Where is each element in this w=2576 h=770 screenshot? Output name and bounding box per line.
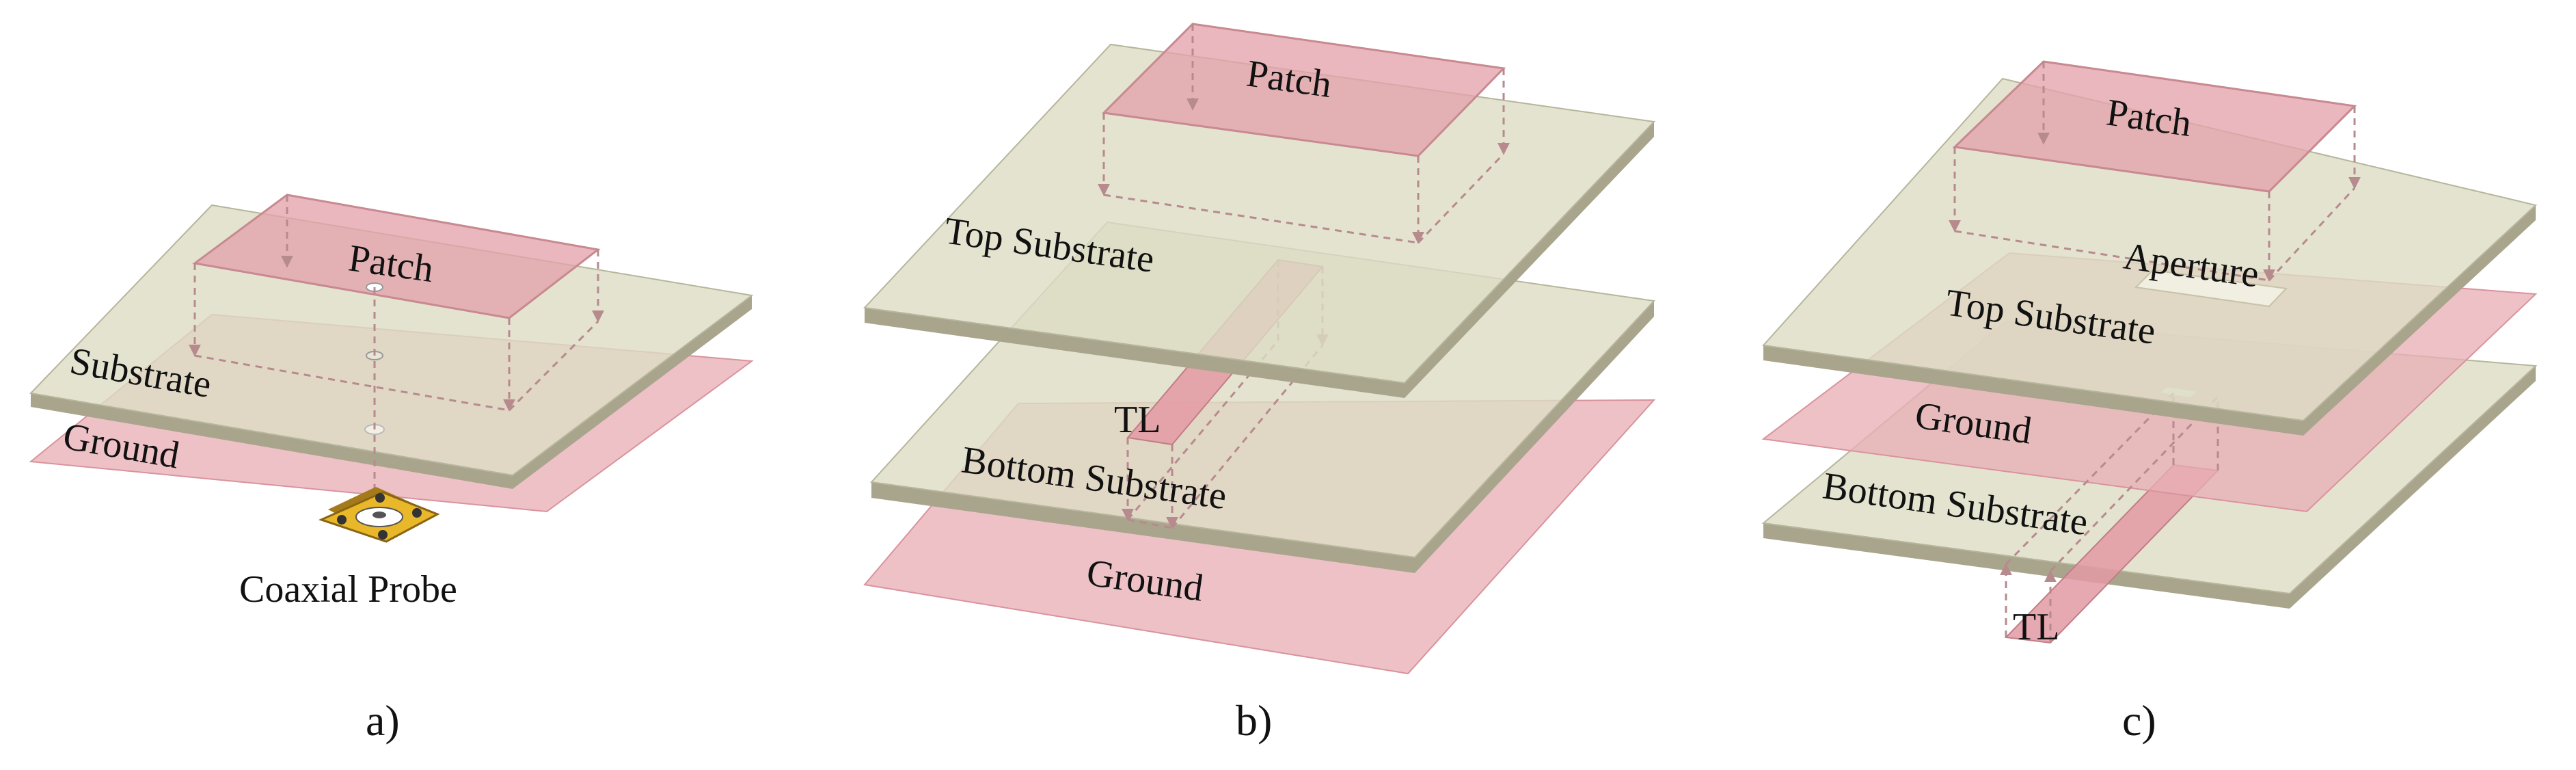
panel-c-top-substrate-edge — [1763, 345, 2303, 436]
panel-c-aperture — [2134, 269, 2288, 308]
panel-c-bottom-substrate-edge-right — [2290, 366, 2536, 609]
panel-c-bottom-substrate-edge — [1763, 523, 2290, 609]
panel-b-label-tl: TL — [1114, 399, 1161, 441]
panel-c: Patch Aperture Top Substrate Ground Bott… — [1761, 60, 2538, 745]
panel-b-bottom-substrate-edge — [871, 482, 1415, 573]
panel-a-coaxial-probe-icon — [318, 487, 440, 543]
panel-b-caption: b) — [1236, 696, 1272, 745]
panel-c-label-tl: TL — [2013, 606, 2059, 648]
panel-b-patch-projection-lines — [1098, 24, 1510, 244]
panel-a-substrate-edge-right — [513, 295, 752, 489]
panel-c-caption: c) — [2122, 696, 2156, 745]
panel-c-top-substrate-edge-right — [2303, 205, 2536, 436]
panel-a-caption: a) — [366, 696, 400, 745]
panel-b-bottom-substrate-edge-right — [1415, 301, 1654, 573]
panel-c-patch-projection-lines — [1949, 62, 2361, 282]
panel-a-substrate-edge — [31, 393, 513, 489]
panel-a-projection-lines — [189, 195, 604, 412]
panel-a-label-probe: Coaxial Probe — [239, 568, 457, 611]
panel-b-top-substrate-edge — [865, 308, 1405, 398]
panel-a: Patch Substrate Ground Coaxial Probe a) — [29, 194, 754, 745]
panel-b: Patch Top Substrate TL Bottom Substrate … — [863, 23, 1656, 745]
panel-b-top-substrate-edge-right — [1405, 122, 1654, 398]
panel-c-top-substrate — [1762, 77, 2538, 422]
